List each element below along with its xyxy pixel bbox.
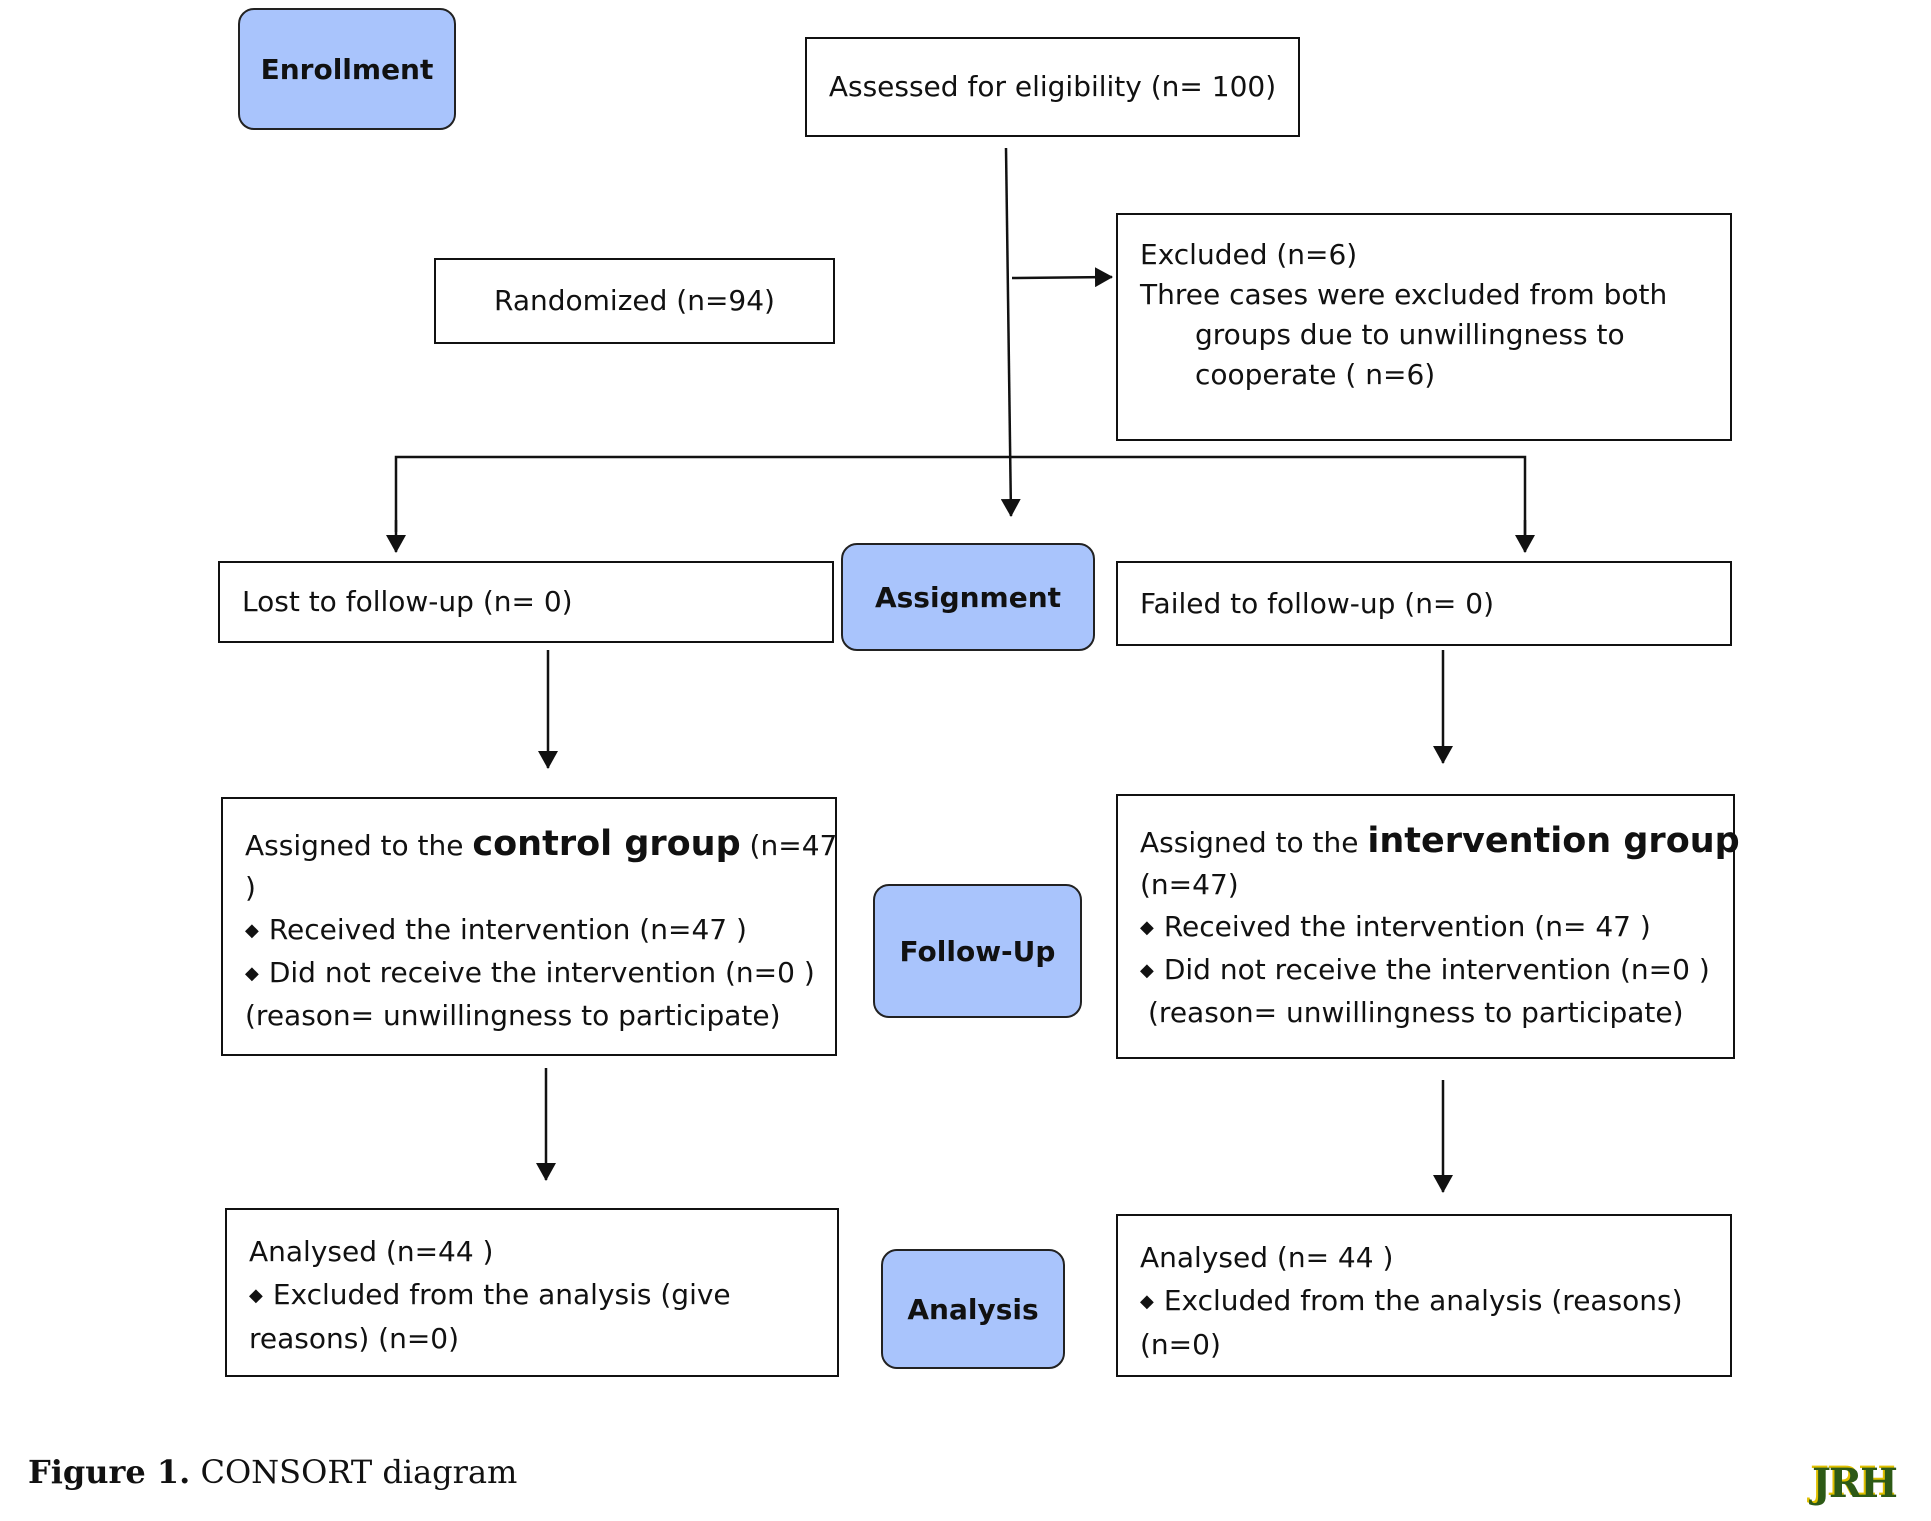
stage-follow-up: Follow-Up xyxy=(873,884,1082,1018)
stage-analysis-label: Analysis xyxy=(907,1292,1039,1326)
excluded-count: Excluded (n=6) xyxy=(1140,238,1358,271)
control-allocation-count: (n=47 xyxy=(740,829,838,862)
randomized-box: Randomized (n=94) xyxy=(434,258,835,344)
intervention-not-received-text: Did not receive the intervention (n=0 ) xyxy=(1163,953,1710,986)
stage-assignment-label: Assignment xyxy=(874,580,1062,614)
bullet-diamond-icon: ◆ xyxy=(1140,1291,1154,1312)
intervention-allocation-box: Assigned to the intervention group (n=47… xyxy=(1116,794,1740,1059)
control-reason-text: (reason= unwillingness to participate) xyxy=(245,999,781,1032)
intervention-received-item: ◆ Received the intervention (n= 47 ) xyxy=(1140,906,1733,949)
intervention-allocation-count: (n=47) xyxy=(1140,868,1239,901)
bullet-diamond-icon: ◆ xyxy=(1140,960,1154,981)
excluded-reason-line-1: Three cases were excluded from both xyxy=(1140,278,1668,311)
stage-follow-up-label: Follow-Up xyxy=(899,934,1056,968)
control-allocation-box: Assigned to the control group (n=47 ) ◆ R… xyxy=(221,797,837,1056)
control-allocation-prefix: Assigned to the xyxy=(245,829,473,862)
bullet-diamond-icon: ◆ xyxy=(249,1285,263,1306)
control-analysis-excluded-cont: reasons) (n=0) xyxy=(249,1322,460,1355)
figure-caption-text: CONSORT diagram xyxy=(190,1453,518,1491)
intervention-allocation-prefix: Assigned to the xyxy=(1140,826,1368,859)
intervention-analysis-excluded-item: ◆ Excluded from the analysis (reasons) xyxy=(1140,1279,1730,1323)
intervention-analysis-excluded-text: Excluded from the analysis (reasons) xyxy=(1163,1284,1683,1317)
control-analysis-excluded-text: Excluded from the analysis (give xyxy=(272,1278,731,1311)
control-analysis-excluded-item: ◆ Excluded from the analysis (give xyxy=(249,1273,837,1317)
bullet-diamond-icon: ◆ xyxy=(245,963,259,984)
excluded-box: Excluded (n=6) Three cases were excluded… xyxy=(1116,213,1732,441)
intervention-followup-box: Failed to follow-up (n= 0) xyxy=(1116,561,1732,646)
control-not-received-item: ◆ Did not receive the intervention (n=0 ) xyxy=(245,952,835,995)
bullet-diamond-icon: ◆ xyxy=(245,920,259,941)
intervention-analysis-excluded-cont: (n=0) xyxy=(1140,1328,1221,1361)
intervention-followup-text: Failed to follow-up (n= 0) xyxy=(1140,586,1495,620)
intervention-analysed-text: Analysed (n= 44 ) xyxy=(1140,1241,1394,1274)
stage-assignment: Assignment xyxy=(841,543,1095,651)
excluded-reason-line-3: cooperate ( n=6) xyxy=(1195,358,1436,391)
excluded-reason-line-2: groups due to unwillingness to xyxy=(1195,318,1625,351)
assessed-box: Assessed for eligibility (n= 100) xyxy=(805,37,1300,137)
control-analysis-box: Analysed (n=44 ) ◆ Excluded from the anal… xyxy=(225,1208,839,1377)
intervention-not-received-item: ◆ Did not receive the intervention (n=0 ) xyxy=(1140,949,1733,992)
journal-logo: JRH xyxy=(1812,1460,1898,1507)
arrow-to-excluded xyxy=(1011,267,1113,288)
control-received-text: Received the intervention (n=47 ) xyxy=(268,913,747,946)
control-group-label: control group xyxy=(472,824,741,864)
control-allocation-count-close: ) xyxy=(245,871,256,904)
intervention-group-label: intervention group xyxy=(1367,821,1740,861)
bullet-diamond-icon: ◆ xyxy=(1140,917,1154,938)
stage-enrollment-label: Enrollment xyxy=(260,52,434,86)
split-line xyxy=(394,455,1527,551)
control-allocation-heading: Assigned to the control group (n=47 xyxy=(245,823,838,867)
intervention-reason-text: (reason= unwillingness to participate) xyxy=(1148,996,1684,1029)
arrow-assessed-to-assignment xyxy=(1000,147,1021,517)
figure-caption-label: Figure 1. xyxy=(28,1453,191,1491)
figure-caption: Figure 1. CONSORT diagram xyxy=(28,1453,517,1491)
stage-analysis: Analysis xyxy=(881,1249,1065,1369)
intervention-allocation-heading: Assigned to the intervention group xyxy=(1140,820,1740,864)
control-not-received-text: Did not receive the intervention (n=0 ) xyxy=(268,956,815,989)
control-followup-box: Lost to follow-up (n= 0) xyxy=(218,561,834,643)
randomized-text: Randomized (n=94) xyxy=(494,284,775,317)
control-received-item: ◆ Received the intervention (n=47 ) xyxy=(245,909,835,952)
assessed-text: Assessed for eligibility (n= 100) xyxy=(828,70,1277,103)
control-analysed-text: Analysed (n=44 ) xyxy=(249,1235,494,1268)
stage-enrollment: Enrollment xyxy=(238,8,456,130)
intervention-analysis-box: Analysed (n= 44 ) ◆ Excluded from the ana… xyxy=(1116,1214,1732,1377)
control-followup-text: Lost to follow-up (n= 0) xyxy=(242,585,573,618)
intervention-received-text: Received the intervention (n= 47 ) xyxy=(1163,910,1651,943)
